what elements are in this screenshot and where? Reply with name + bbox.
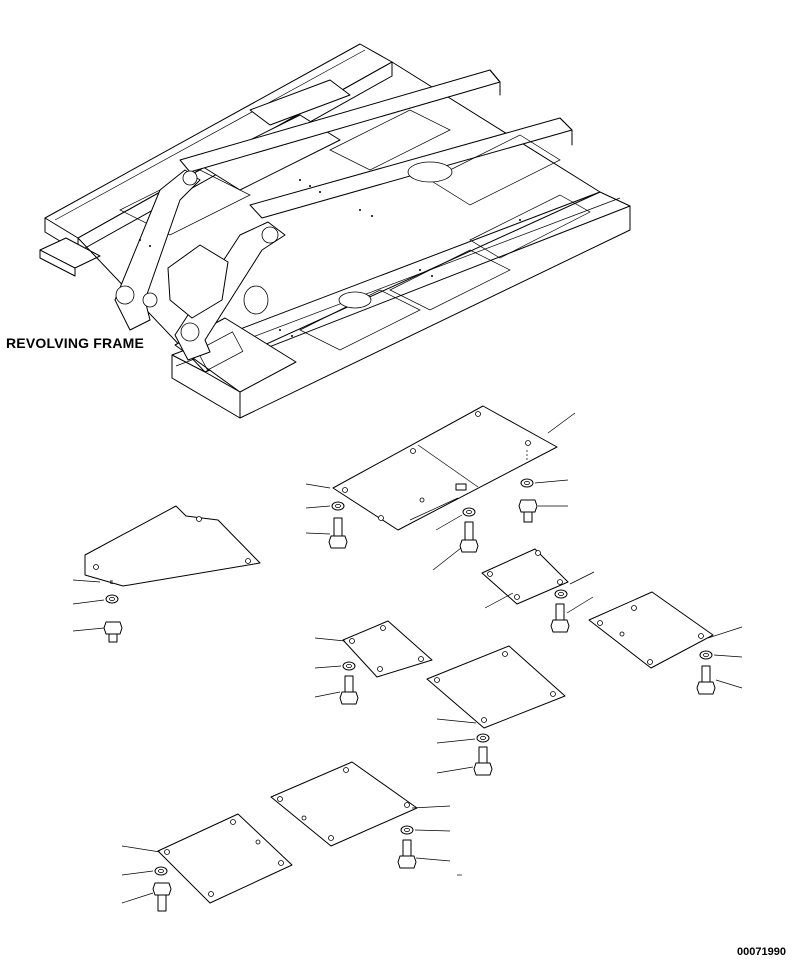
svg-text:E: E — [110, 580, 113, 586]
bolt-set-h — [436, 733, 493, 776]
cover-plate-3 — [481, 548, 569, 609]
cover-plate-1 — [305, 405, 576, 531]
bolt-set-f — [696, 650, 743, 695]
cover-plate-4 — [588, 591, 743, 669]
bolt-set-d — [72, 594, 123, 643]
bolt-set-b — [518, 450, 569, 523]
cover-plate-2: E — [72, 505, 261, 587]
revolving-frame-label: REVOLVING FRAME — [6, 335, 145, 351]
bolt-set-g — [314, 661, 359, 705]
bolt-set-j — [121, 866, 172, 912]
bolt-set-c — [432, 507, 479, 571]
cover-plate-7 — [270, 761, 451, 847]
drawing-number: 00071990 — [737, 946, 786, 958]
bolt-set-e — [550, 571, 595, 633]
bolt-set-i — [397, 825, 462, 876]
cover-plate-8 — [121, 813, 293, 904]
revolving-frame-drawing — [39, 43, 631, 419]
bolt-set-a — [305, 501, 348, 549]
cover-plate-6 — [426, 645, 566, 729]
cover-plate-5 — [314, 620, 433, 678]
